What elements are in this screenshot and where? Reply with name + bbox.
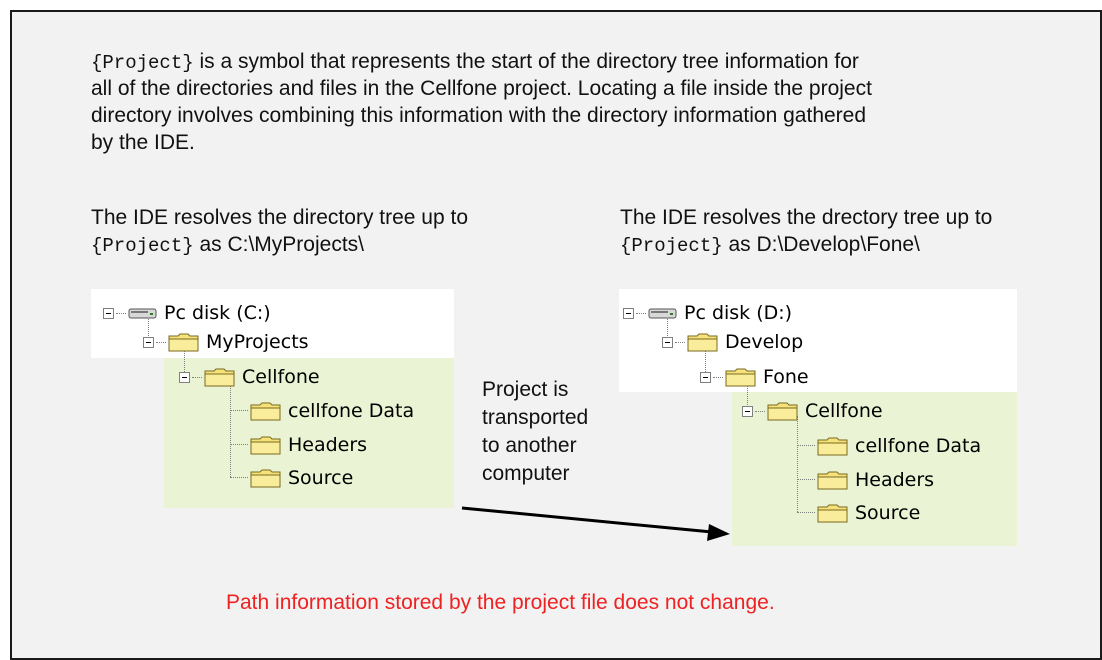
tree-connector	[230, 444, 248, 445]
project-symbol: {Project}	[91, 52, 194, 74]
right-caption-line-1: The IDE resolves the drectory tree up to	[620, 206, 993, 229]
tree-connector	[797, 479, 815, 480]
arrow-head	[707, 524, 730, 541]
footer-note: Path information stored by the project f…	[226, 591, 775, 614]
left-tree-project[interactable]: Cellfone	[179, 363, 320, 391]
collapse-box-icon[interactable]	[662, 336, 673, 348]
intro-line-4: by the IDE.	[91, 131, 195, 154]
project-symbol: {Project}	[620, 235, 723, 257]
folder-icon	[204, 368, 235, 387]
tree-connector	[230, 410, 248, 411]
left-tree-folder[interactable]: MyProjects	[143, 328, 309, 356]
project-label: Cellfone	[242, 366, 320, 388]
tree-connector	[230, 381, 231, 477]
intro-line-3: directory involves combining this inform…	[91, 104, 867, 127]
right-tree-folder[interactable]: Fone	[700, 363, 809, 391]
child-label: Headers	[288, 434, 368, 456]
folder-icon	[767, 402, 798, 421]
tree-connector	[148, 312, 149, 340]
left-caption-line-1: The IDE resolves the directory tree up t…	[91, 206, 469, 229]
tree-connector	[705, 346, 706, 374]
collapse-box-icon[interactable]	[742, 405, 753, 417]
folder-label: Develop	[725, 331, 804, 353]
tree-connector	[755, 410, 765, 412]
child-label: cellfone Data	[288, 400, 415, 422]
intro-line-1: {Project} is a symbol that represents th…	[91, 48, 859, 77]
folder-icon	[687, 333, 718, 352]
folder-icon	[168, 333, 199, 352]
right-tree-child[interactable]: Source	[817, 499, 920, 527]
folder-icon	[250, 436, 281, 455]
tree-connector	[192, 376, 202, 378]
right-caption-line-2: {Project} as D:\Develop\Fone\	[620, 231, 920, 260]
tree-connector	[184, 346, 185, 374]
right-tree-drive[interactable]: Pc disk (D:)	[623, 299, 792, 327]
tree-connector	[797, 416, 798, 512]
folder-label: MyProjects	[206, 331, 309, 353]
drive-icon	[128, 308, 157, 319]
collapse-box-icon[interactable]	[179, 371, 190, 383]
folder-icon	[250, 469, 281, 488]
tree-connector	[636, 312, 646, 314]
right-tree-panel	[619, 289, 1017, 392]
folder-label: Fone	[763, 366, 809, 388]
folder-icon	[817, 504, 848, 523]
left-caption-path: as C:\MyProjects\	[193, 233, 364, 256]
folder-icon	[725, 368, 756, 387]
intro-line-2: all of the directories and files in the …	[91, 77, 872, 100]
drive-icon	[648, 308, 677, 319]
tree-connector	[797, 445, 815, 446]
tree-connector	[747, 381, 748, 409]
collapse-box-icon[interactable]	[623, 307, 634, 319]
tree-connector	[667, 312, 668, 340]
left-tree-drive[interactable]: Pc disk (C:)	[103, 299, 271, 327]
right-tree-folder[interactable]: Develop	[662, 328, 803, 356]
child-label: Headers	[855, 469, 935, 491]
project-label: Cellfone	[805, 400, 883, 422]
child-label: Source	[855, 502, 921, 524]
tree-connector	[675, 341, 685, 343]
tree-connector	[713, 376, 723, 378]
folder-icon	[817, 471, 848, 490]
tree-connector	[230, 477, 248, 478]
arrow-line	[461, 506, 713, 534]
right-tree-child[interactable]: Headers	[817, 466, 934, 494]
folder-icon	[817, 437, 848, 456]
project-symbol: {Project}	[91, 235, 194, 257]
transport-note-line-1: Project is	[482, 378, 569, 401]
collapse-box-icon[interactable]	[103, 307, 114, 319]
child-label: cellfone Data	[855, 435, 982, 457]
intro-text: is a symbol that represents the start of…	[193, 50, 859, 73]
right-caption-path: as D:\Develop\Fone\	[722, 233, 920, 256]
collapse-box-icon[interactable]	[143, 336, 154, 348]
left-tree-child[interactable]: Source	[250, 464, 353, 492]
transport-note-line-3: to another	[482, 434, 577, 457]
transport-note-line-4: computer	[482, 462, 570, 485]
right-tree-child[interactable]: cellfone Data	[817, 432, 981, 460]
left-tree-child[interactable]: Headers	[250, 431, 367, 459]
collapse-box-icon[interactable]	[700, 371, 711, 383]
tree-connector	[797, 512, 815, 513]
transport-note-line-2: transported	[482, 406, 589, 429]
folder-icon	[250, 402, 281, 421]
tree-connector	[116, 312, 126, 314]
drive-label: Pc disk (D:)	[684, 302, 793, 324]
right-tree-project[interactable]: Cellfone	[742, 397, 883, 425]
left-caption-line-2: {Project} as C:\MyProjects\	[91, 231, 364, 260]
left-tree-child[interactable]: cellfone Data	[250, 397, 414, 425]
tree-connector	[156, 341, 166, 343]
drive-label: Pc disk (C:)	[164, 302, 271, 324]
child-label: Source	[288, 467, 354, 489]
